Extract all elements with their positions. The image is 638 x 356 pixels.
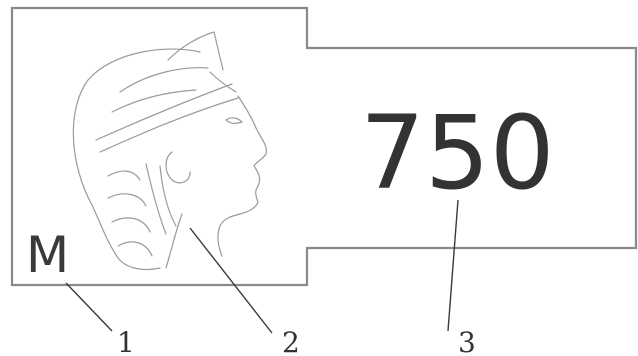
callout-number-3: 3 [458,326,476,356]
leader-line-2 [190,228,272,333]
mark-letter: M [26,226,69,284]
fineness-number: 750 [360,94,555,213]
callout-number-2: 2 [282,326,300,356]
callout-number-1: 1 [117,326,135,356]
classical-head-profile-icon [73,32,266,270]
leader-line-1 [66,283,112,331]
leader-line-3 [448,200,458,331]
